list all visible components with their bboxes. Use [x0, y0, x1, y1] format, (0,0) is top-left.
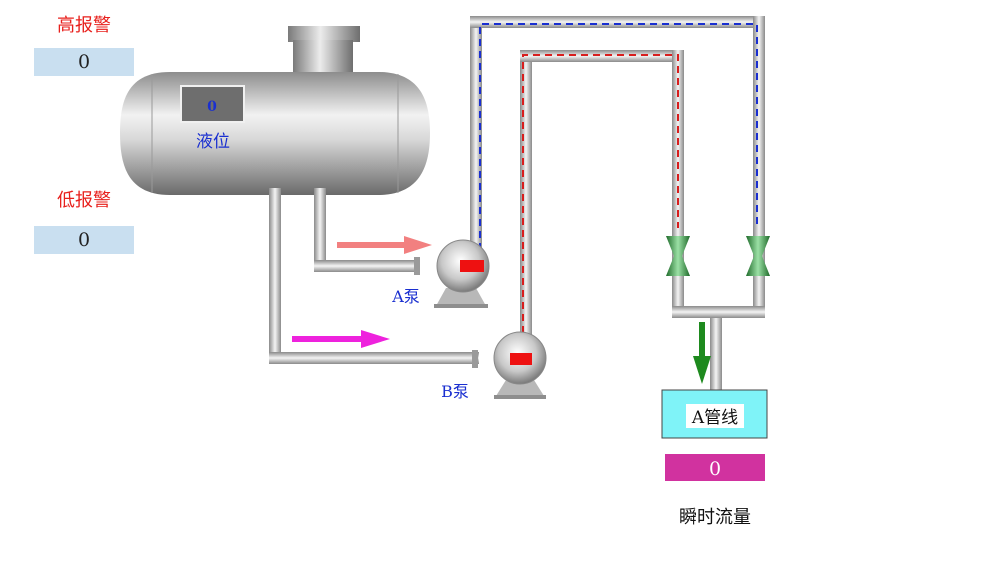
pump-a-label: A泵	[391, 287, 420, 306]
manifold-pipe	[672, 306, 765, 318]
flow-arrow-down	[693, 322, 711, 384]
tank-body	[120, 72, 430, 195]
flow-arrow-b	[292, 330, 390, 348]
pipeline-a-label-bg	[686, 404, 744, 428]
high-alarm-value: 0	[34, 48, 134, 76]
tank-level-label: 液位	[196, 132, 230, 152]
pipe-tank-to-b	[269, 188, 281, 364]
flow-value: 0	[709, 458, 721, 480]
valve-left-icon[interactable]	[666, 236, 690, 276]
tank-nozzle-flange	[288, 26, 360, 42]
pump-a-icon[interactable]	[414, 239, 490, 308]
pipe-suction-b	[269, 352, 479, 364]
storage-tank	[120, 26, 430, 195]
pipe-tank-to-a	[314, 188, 326, 272]
pump-b-label: B泵	[441, 382, 469, 401]
pipe-suction-a	[314, 260, 420, 272]
tank-level-value: 0	[207, 99, 217, 115]
flow-arrow-a	[337, 236, 432, 254]
tank-level-display	[180, 85, 245, 123]
high-alarm-label: 高报警	[57, 15, 111, 36]
pipe-to-pipeline	[710, 318, 722, 390]
flow-value-box	[665, 454, 765, 481]
low-alarm-value: 0	[34, 226, 134, 254]
discharge-line-b	[520, 50, 684, 350]
flow-label: 瞬时流量	[679, 507, 751, 528]
valve-right-icon[interactable]	[746, 236, 770, 276]
pump-b-icon[interactable]	[472, 331, 547, 399]
tank-nozzle	[293, 40, 353, 76]
pipeline-a-label: A管线	[691, 408, 738, 428]
low-alarm-label: 低报警	[57, 190, 111, 211]
